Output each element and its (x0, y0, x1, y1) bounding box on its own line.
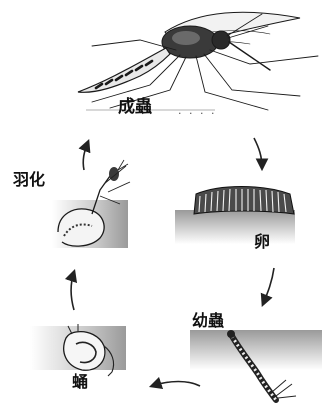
label-larva: 幼蟲 (192, 313, 224, 329)
label-emergence: 羽化 (13, 172, 45, 188)
label-adult: 成蟲 (118, 99, 152, 116)
arrow-adult-to-egg (254, 138, 262, 168)
arrow-emergence-to-adult (83, 142, 88, 170)
arrow-larva-to-pupa (152, 382, 200, 387)
emergence-illustration (52, 160, 130, 248)
egg-raft-illustration (175, 187, 295, 245)
arrow-pupa-to-emergence (71, 272, 74, 310)
label-adult-trailing-dots: · · · · (178, 108, 216, 119)
larva-illustration (190, 330, 322, 400)
adult-mosquito-illustration (78, 12, 318, 110)
label-pupa: 蛹 (72, 374, 88, 390)
pupa-illustration (30, 324, 126, 376)
arrow-egg-to-larva (263, 268, 274, 304)
label-egg: 卵 (254, 234, 270, 250)
